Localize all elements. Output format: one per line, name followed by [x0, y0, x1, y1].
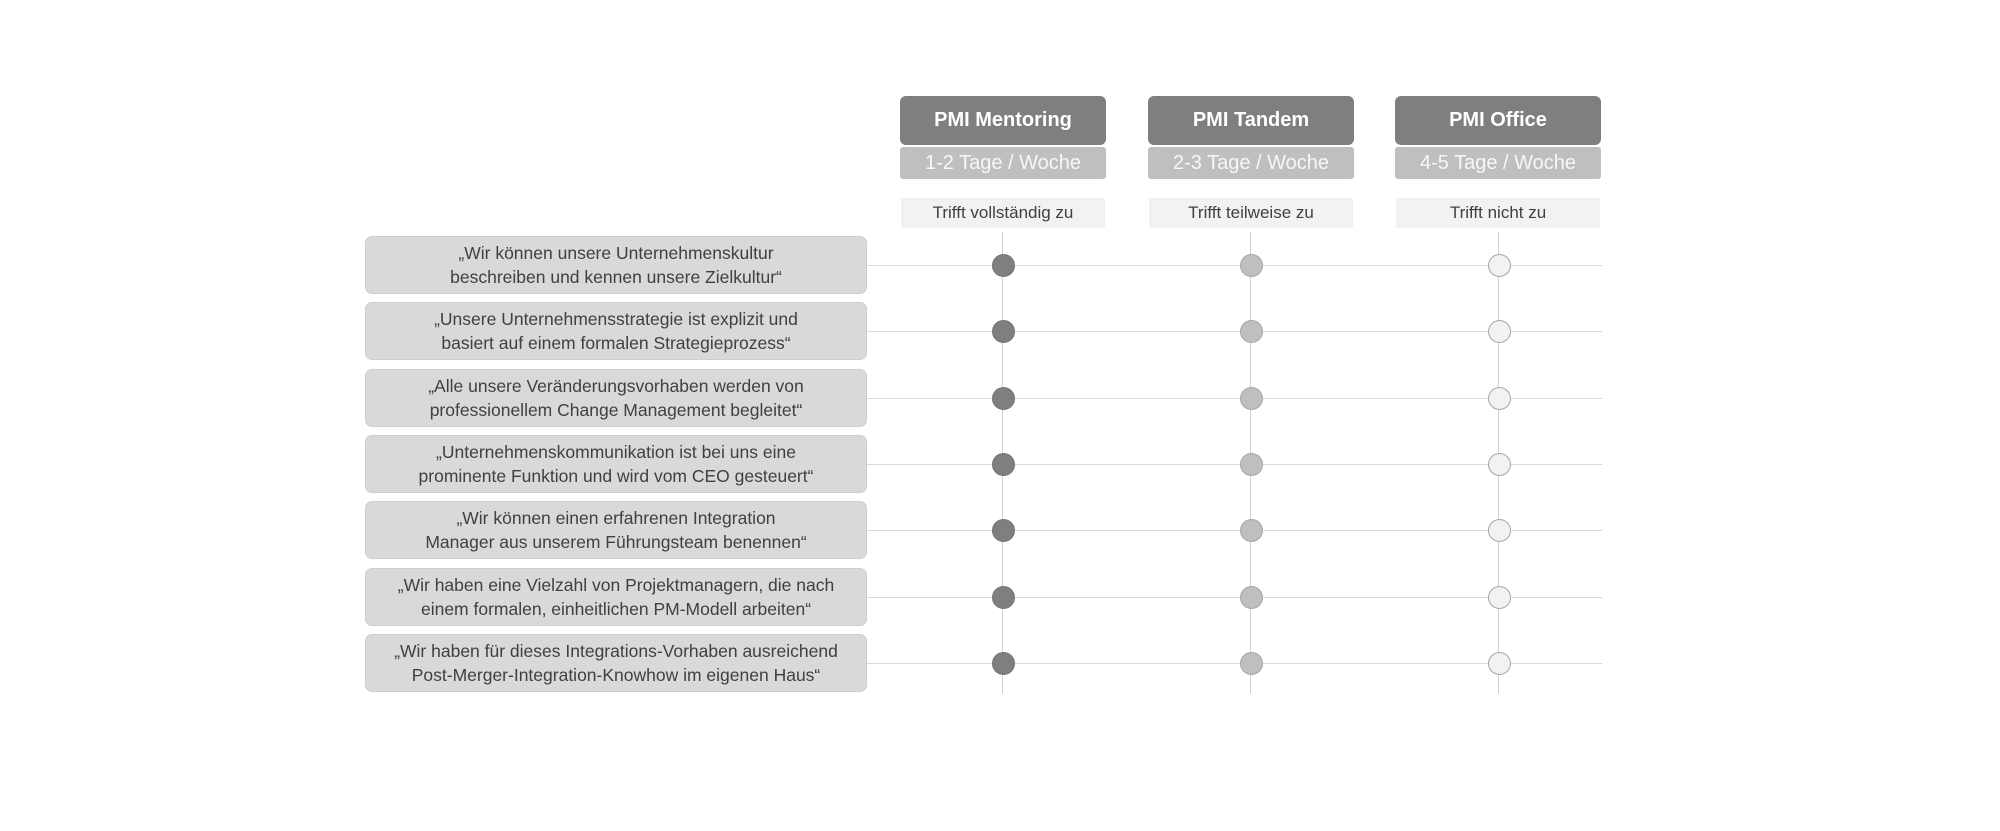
rating-dot-office [1487, 585, 1511, 609]
rating-dot-office [1487, 452, 1511, 476]
column-header-mentoring: PMI Mentoring [900, 96, 1106, 145]
row-line [866, 331, 1602, 332]
rating-dot-tandem [1239, 452, 1263, 476]
rating-dot-tandem [1239, 253, 1263, 277]
column-subtitle-mentoring: 1-2 Tage / Woche [900, 147, 1106, 179]
statement-box: „Wir können unsere Unternehmenskultur be… [365, 236, 867, 294]
statement-box: „Unsere Unternehmensstrategie ist expliz… [365, 302, 867, 360]
rating-dot-mentoring [991, 452, 1015, 476]
rating-dot-mentoring [991, 253, 1015, 277]
rating-dot-mentoring [991, 651, 1015, 675]
rating-dot-office [1487, 253, 1511, 277]
statement-box: „Wir haben eine Vielzahl von Projektmana… [365, 568, 867, 626]
rating-dot-office [1487, 518, 1511, 542]
column-subtitle-tandem: 2-3 Tage / Woche [1148, 147, 1354, 179]
rating-dot-mentoring [991, 386, 1015, 410]
column-header-tandem: PMI Tandem [1148, 96, 1354, 145]
row-line [866, 663, 1602, 664]
row-line [866, 398, 1602, 399]
rating-label-tandem: Trifft teilweise zu [1149, 198, 1353, 228]
rating-dot-tandem [1239, 386, 1263, 410]
rating-dot-mentoring [991, 319, 1015, 343]
rating-dot-tandem [1239, 651, 1263, 675]
rating-dot-tandem [1239, 518, 1263, 542]
column-subtitle-office: 4-5 Tage / Woche [1395, 147, 1601, 179]
row-line [866, 597, 1602, 598]
statement-box: „Unternehmenskommunikation ist bei uns e… [365, 435, 867, 493]
row-line [866, 265, 1602, 266]
statement-box: „Alle unsere Veränderungsvorhaben werden… [365, 369, 867, 427]
rating-dot-office [1487, 386, 1511, 410]
rating-dot-mentoring [991, 585, 1015, 609]
statement-box: „Wir haben für dieses Integrations-Vorha… [365, 634, 867, 692]
rating-label-office: Trifft nicht zu [1396, 198, 1600, 228]
statement-box: „Wir können einen erfahrenen Integration… [365, 501, 867, 559]
row-line [866, 530, 1602, 531]
row-line [866, 464, 1602, 465]
rating-dot-tandem [1239, 319, 1263, 343]
rating-dot-office [1487, 319, 1511, 343]
rating-dot-office [1487, 651, 1511, 675]
column-header-office: PMI Office [1395, 96, 1601, 145]
rating-dot-mentoring [991, 518, 1015, 542]
rating-label-mentoring: Trifft vollständig zu [901, 198, 1105, 228]
rating-dot-tandem [1239, 585, 1263, 609]
